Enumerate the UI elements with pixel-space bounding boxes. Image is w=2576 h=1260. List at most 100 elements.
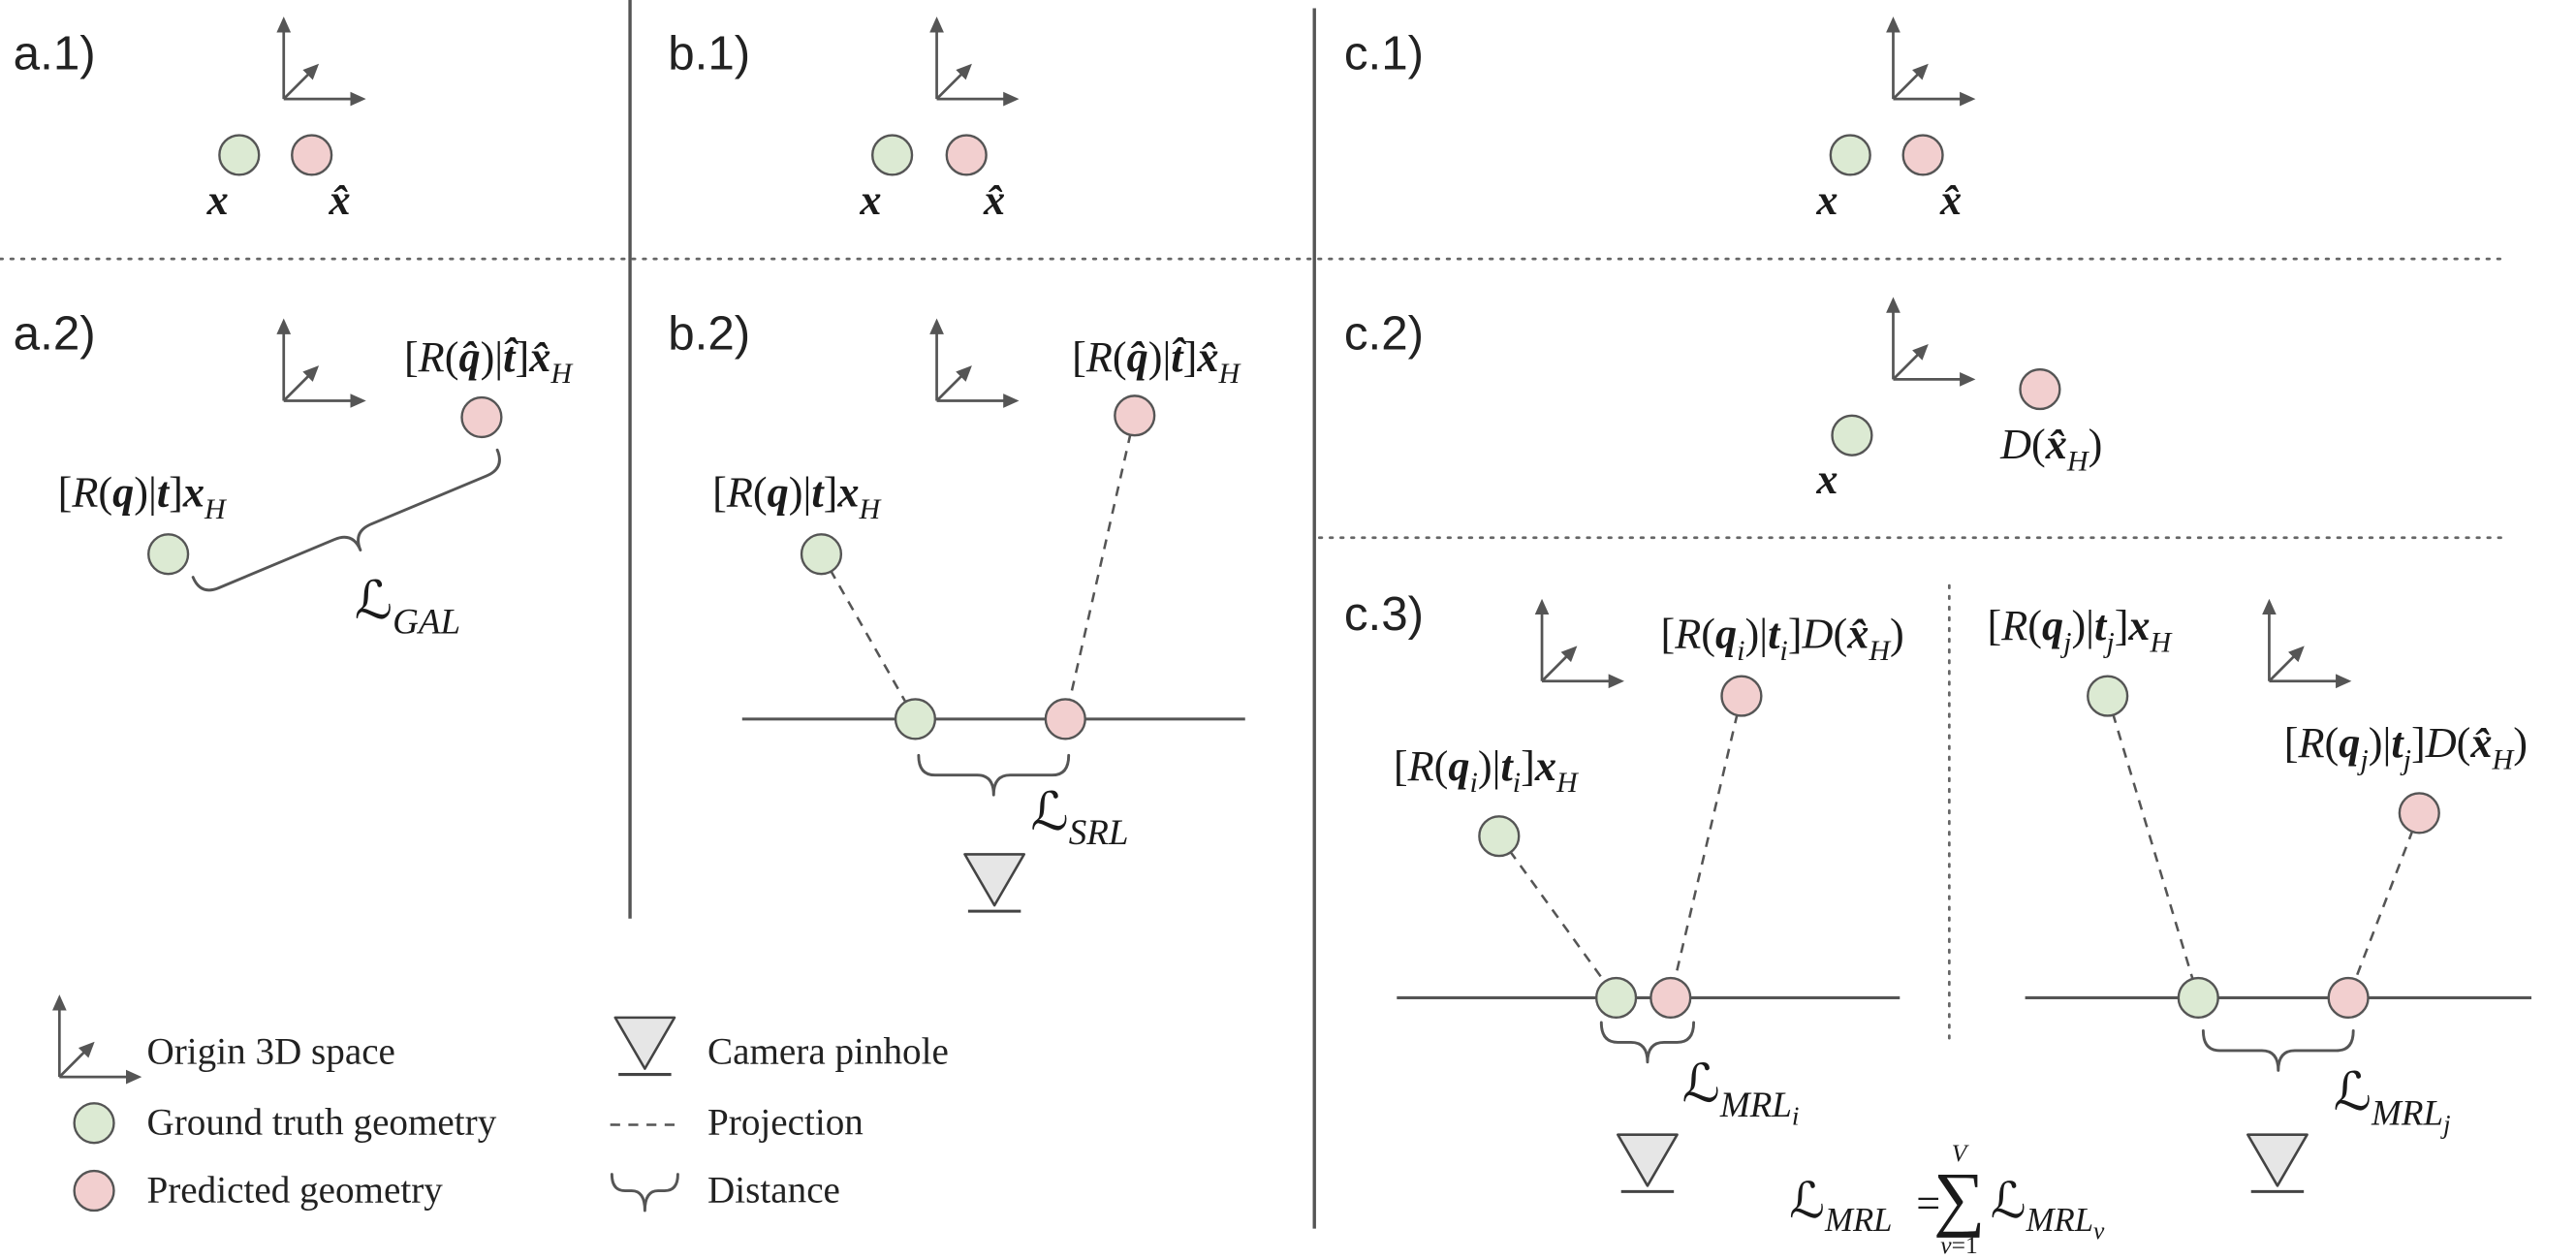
panel-label-b2: b.2) [668,307,750,361]
math-vector: x [836,468,859,516]
math-subscript: MRL [2026,1201,2093,1239]
math-subscript: MRL [1824,1201,1892,1239]
math-symbol: )| [1148,333,1172,381]
ground-truth-point-b2 [800,533,843,576]
legend-distance-icon [610,1173,679,1213]
ground-truth-projection-c3-j [2177,976,2219,1020]
math-symbol: )| [2369,719,2392,767]
pred-transform-label-c3-j: [R(qj)|tj]D(x̂H) [2284,719,2528,775]
math-subscript: j [2059,626,2071,659]
projection-ray-gt-c3-j [2106,695,2200,998]
origin-axes-icon-b2 [937,322,1017,401]
math-symbol: D [1802,611,1834,658]
projection-ray-pred-c3-j [2346,812,2421,998]
math-vector: x̂ [1846,611,1869,658]
math-subscript: j [2102,626,2114,659]
math-symbol: ( [1113,333,1127,381]
math-vector: x [1534,742,1556,790]
math-subscript: j [2400,742,2411,775]
loss-mrl-i-label: ℒMRLi [1682,1053,1800,1131]
math-symbol: ( [1701,611,1715,658]
predicted-point-c1 [1901,134,1944,176]
math-symbol: [ [1987,602,2001,649]
ground-truth-projection-b2 [894,698,937,740]
formula-lhs: ℒMRL [1789,1173,1892,1239]
math-script-l: ℒ [1031,780,1069,842]
math-subscript: GAL [393,602,460,642]
ground-truth-point-b1 [871,134,914,176]
math-symbol: ( [2031,421,2046,468]
math-vector: x̂ [2469,719,2492,767]
math-vector: q [2339,719,2360,767]
origin-axes-icon-a2 [284,322,363,401]
loss-gal-label: ℒGAL [355,569,460,642]
math-symbol: R [71,468,98,516]
math-vector: q [1715,611,1737,658]
math-vector: x̂ [983,176,1005,224]
math-vector: t [1500,742,1514,790]
math-symbol: ( [1434,742,1449,790]
ground-truth-point-a2 [147,533,190,576]
math-symbol: ) [2513,719,2528,767]
legend-camera-label: Camera pinhole [707,1031,949,1073]
formula-equals: = [1916,1180,1940,1227]
gt-transform-label-b2: [R(q)|t]xH [712,468,882,524]
math-vector: x̂ [2045,421,2067,468]
projection-ray-pred-b2 [1064,415,1136,720]
panel-label-c1: c.1) [1344,26,1424,79]
math-subscript: H [1555,766,1580,799]
math-vector: x̂ [329,176,351,224]
math-symbol: D [2425,719,2457,767]
gt-transform-label-a2: [R(q)|t]xH [58,468,228,524]
math-symbol: ( [2457,719,2471,767]
math-vector: x [859,176,881,224]
math-sub-subscript: i [1792,1102,1800,1131]
camera-pinhole-icon-c3-j [2246,1133,2309,1193]
math-symbol: R [1674,611,1701,658]
pred-label-c1: x̂ [1939,176,1962,224]
math-symbol: )| [2071,602,2094,649]
math-symbol: [ [712,468,727,516]
math-vector: t [1768,611,1781,658]
math-symbol: =1 [1952,1231,1978,1259]
math-subscript: H [1868,634,1892,667]
math-vector: x̂ [528,333,550,381]
math-symbol: ( [98,468,112,516]
predicted-point-c3-i [1720,675,1763,717]
projection-ray-pred-c3-i [1669,695,1744,998]
predicted-point-c2 [2019,367,2061,411]
math-script-l: ℒ [1991,1173,2026,1230]
legend-ground-truth-icon [73,1102,115,1145]
origin-axes-icon-c2 [1893,300,1972,380]
predicted-projection-b2 [1044,698,1086,740]
math-script-l: ℒ [1682,1053,1720,1115]
panel-label-a1: a.1) [14,26,96,79]
math-symbol: )| [1478,742,1501,790]
math-symbol: ] [824,468,838,516]
math-symbol: ] [515,333,529,381]
ground-truth-projection-c3-i [1595,976,1638,1020]
math-vector: x̂ [1939,176,1962,224]
predicted-point-a1 [291,134,333,176]
origin-axes-icon-legend [59,997,139,1077]
math-vector: t [157,468,171,516]
math-symbol: V [1952,1139,1970,1167]
math-symbol: )| [1745,611,1769,658]
gt-transform-label-c3-i: [R(qi)|ti]xH [1394,742,1580,799]
math-subscript: H [550,357,574,390]
math-symbol: R [418,333,445,381]
math-symbol: ] [1521,742,1535,790]
math-symbol: R [2297,719,2324,767]
predicted-projection-c3-j [2327,976,2370,1020]
legend-distance-label: Distance [707,1169,840,1211]
math-symbol: ( [445,333,459,381]
math-symbol: ] [1788,611,1803,658]
panel-label-a2: a.2) [14,307,96,361]
math-vector: q̂ [1127,333,1148,381]
ground-truth-point-c2 [1831,414,1873,457]
legend-origin-label: Origin 3D space [147,1031,395,1073]
math-subscript: H [1217,357,1241,390]
math-vector: q [2042,602,2063,649]
decoded-pred-label-c2: D(x̂H) [1999,421,2102,477]
math-symbol: ) [2089,421,2103,468]
